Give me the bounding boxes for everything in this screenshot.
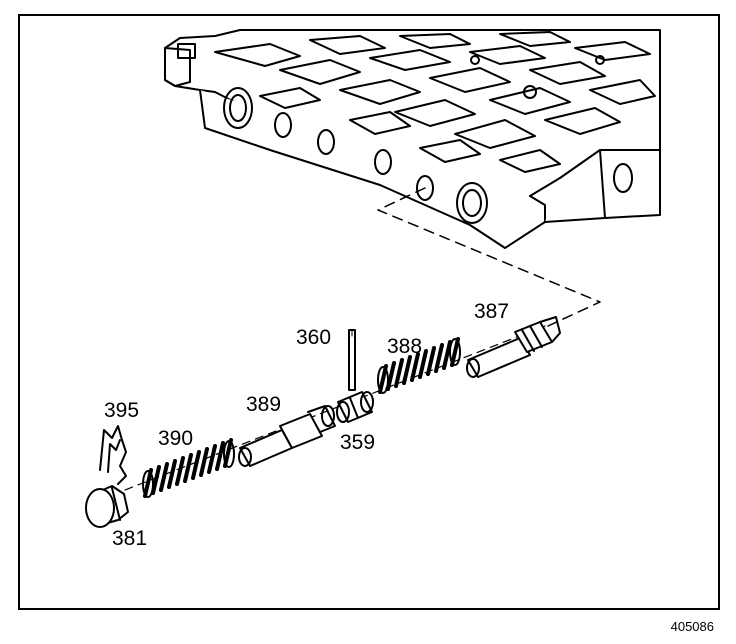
- callout-395: 395: [104, 399, 140, 422]
- callout-388: 388: [387, 335, 423, 358]
- valve-389: [238, 405, 336, 467]
- spring-390: [142, 438, 235, 498]
- figure-id: 405086: [670, 619, 714, 634]
- clip-395: [99, 425, 127, 485]
- callout-381: 381: [112, 527, 148, 550]
- valve-387: [466, 316, 561, 378]
- pin-360: [348, 329, 356, 391]
- callout-360: 360: [296, 326, 332, 349]
- plug-381: [85, 485, 129, 528]
- callout-390: 390: [158, 427, 194, 450]
- assembly-line: [377, 187, 601, 327]
- sleeve-359: [336, 391, 374, 423]
- callout-387: 387: [474, 300, 510, 323]
- valve-body-casting: [164, 29, 661, 249]
- callout-359: 359: [340, 431, 376, 454]
- spring-388: [377, 337, 461, 394]
- callout-389: 389: [246, 393, 282, 416]
